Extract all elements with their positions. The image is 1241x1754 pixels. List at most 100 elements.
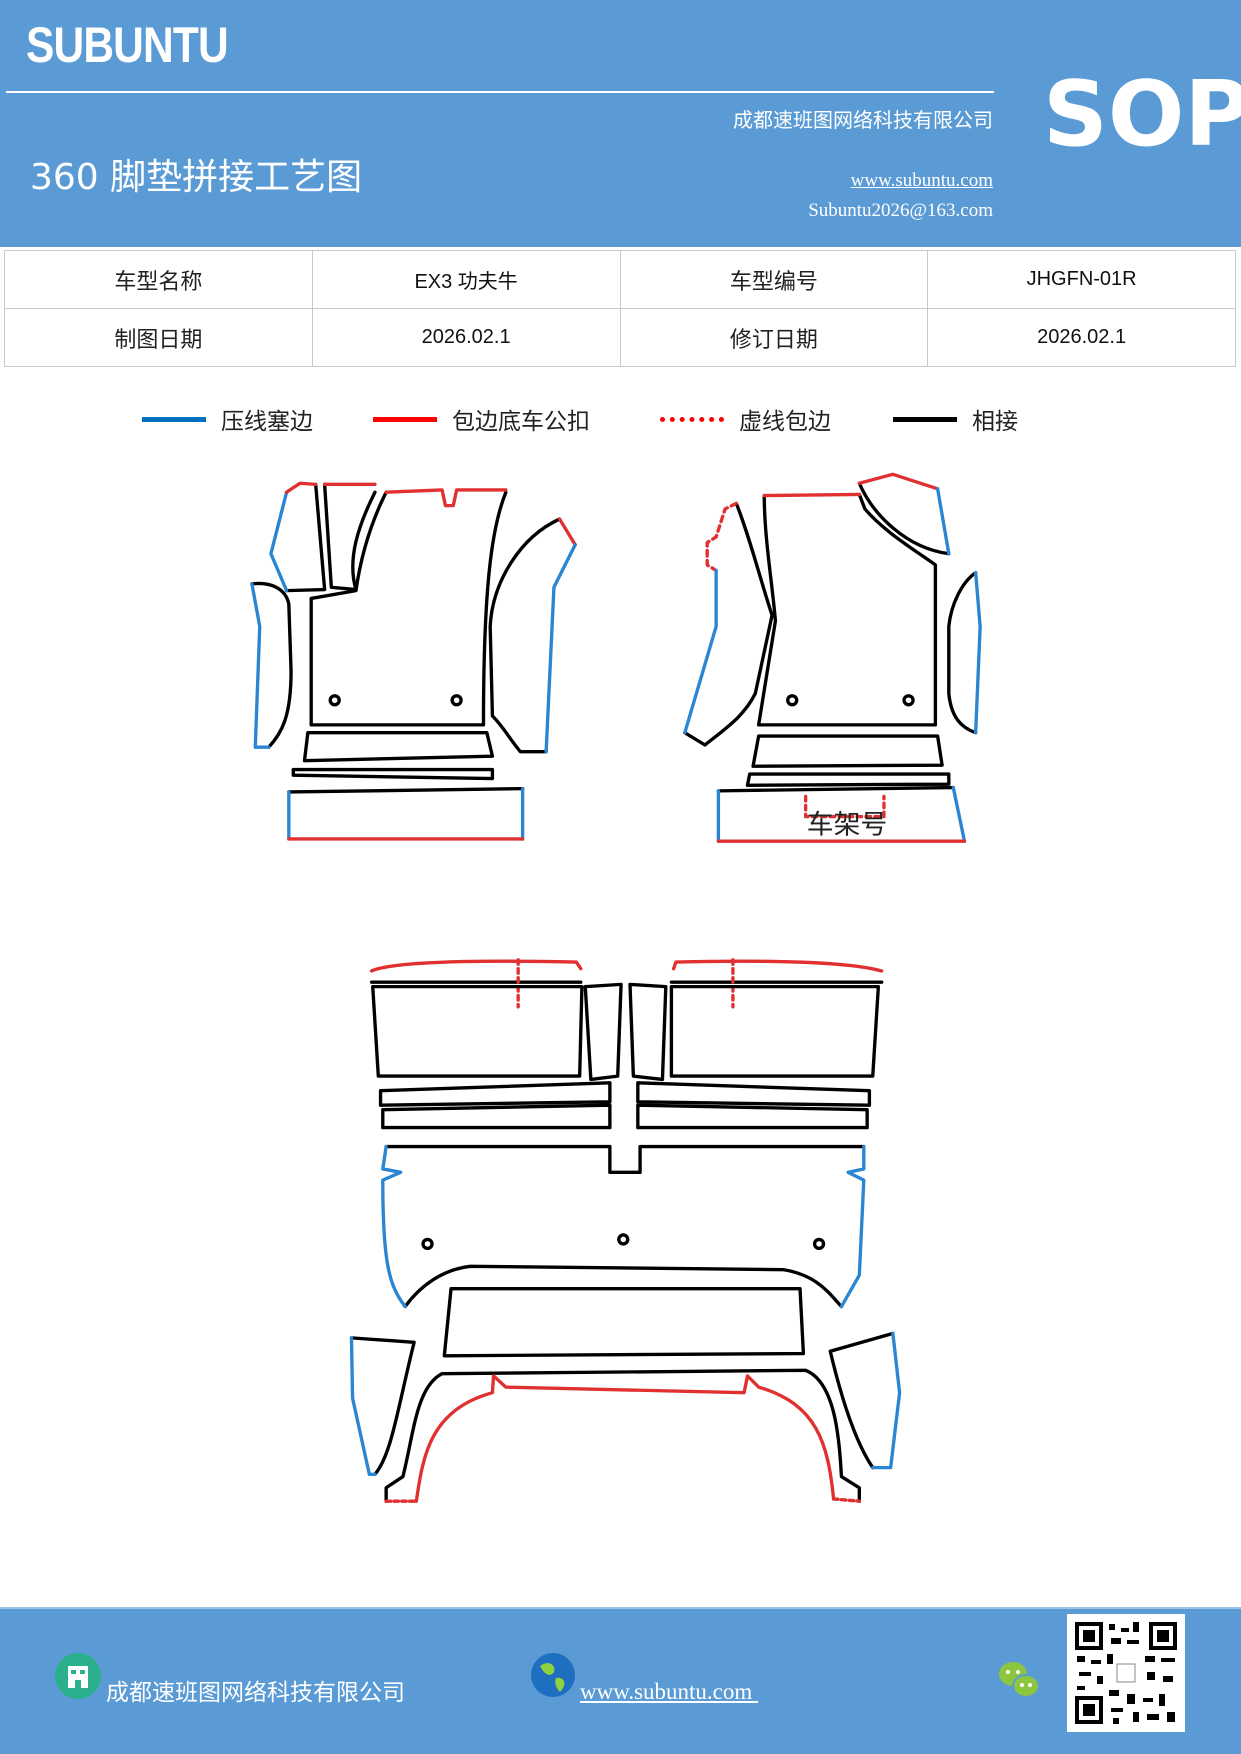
email: Subuntu2026@163.com [808, 200, 993, 221]
side-piece-right-edge [871, 1331, 902, 1470]
header: SUBUNTU 成都速班图网络科技有限公司 SOP 360 脚垫拼接工艺图 ww… [0, 0, 1241, 247]
headrest-right [671, 959, 884, 973]
footer: 成都速班图网络科技有限公司 www.subuntu.com [0, 1607, 1241, 1754]
step-strip [291, 767, 495, 781]
driver-mat-edge [384, 488, 508, 508]
left-side-edge [250, 582, 271, 749]
top-right-side [935, 487, 951, 556]
step-strip [745, 772, 951, 787]
upper-left-edge [269, 490, 289, 593]
right-side-piece [947, 571, 978, 735]
right-side-edge [973, 571, 982, 735]
trunk-dashed-ends [384, 1497, 862, 1503]
center-strip-right [628, 982, 668, 1082]
company-name: 成都速班图网络科技有限公司 [733, 108, 993, 132]
qr-code[interactable] [1067, 1614, 1185, 1732]
side-piece-right [828, 1331, 895, 1470]
value-cell: 2026.02.1 [927, 308, 1236, 367]
headrest-left [369, 959, 583, 973]
right-side-piece [488, 517, 562, 754]
red-line-swatch [373, 416, 437, 422]
seatback-left [371, 984, 584, 1078]
sill-label: 车架号 [807, 809, 887, 840]
building-icon [55, 1653, 101, 1699]
hole [421, 1237, 434, 1251]
hole [328, 694, 341, 707]
sill-top [716, 785, 955, 793]
legend-item: 压线塞边 [142, 402, 313, 436]
info-table: 车型名称 EX3 功夫牛 车型编号 JHGFN-01R 制图日期 2026.02… [4, 250, 1236, 367]
cushion-left [378, 1081, 612, 1130]
legend-item: 虚线包边 [660, 402, 831, 436]
step-piece [751, 734, 944, 768]
left-side-dashed [705, 501, 738, 573]
value-cell: EX3 功夫牛 [311, 250, 621, 309]
legend-item: 包边底车公扣 [373, 402, 590, 436]
headrest-dashed [516, 958, 735, 1009]
page-title: 360 脚垫拼接工艺图 [30, 157, 363, 198]
trunk-upper [442, 1286, 806, 1358]
label-cell: 制图日期 [4, 308, 313, 367]
narrow-strip [322, 482, 377, 592]
hole [786, 694, 799, 707]
legend-label: 虚线包边 [739, 409, 831, 435]
passenger-mat-edge [762, 492, 862, 498]
side-piece-left-edge [349, 1336, 377, 1477]
sop-badge: SOP [1043, 62, 1241, 167]
hole [450, 694, 463, 707]
sill-dashed [803, 794, 886, 819]
rear-floor-sides [381, 1144, 866, 1309]
logo: SUBUNTU [26, 17, 229, 73]
driver-mat [309, 490, 508, 727]
top-right-edge [857, 472, 940, 491]
globe-icon [531, 1653, 575, 1697]
divider [6, 91, 994, 93]
label-cell: 车型名称 [4, 250, 313, 309]
left-side-edge [683, 568, 718, 735]
front-left-mats [250, 481, 577, 841]
trunk-outer [384, 1368, 862, 1503]
step-piece [302, 731, 495, 763]
website-link[interactable]: www.subuntu.com [850, 170, 993, 191]
left-side-piece [683, 501, 774, 747]
trunk-inner [414, 1374, 836, 1503]
value-cell: 2026.02.1 [311, 308, 621, 367]
rear-floor [384, 1144, 866, 1309]
footer-website[interactable]: www.subuntu.com [580, 1679, 759, 1704]
legend-label: 包边底车公扣 [452, 409, 590, 435]
hole [812, 1237, 826, 1251]
seatback-right [669, 984, 881, 1078]
red-dotted-swatch [660, 416, 724, 422]
legend-item: 相接 [893, 402, 1018, 436]
blue-line-swatch [142, 416, 206, 422]
legend: 压线塞边 包边底车公扣 虚线包边 相接 [0, 402, 1241, 442]
front-right-mats: 车架号 [683, 472, 982, 843]
table-row: 制图日期 2026.02.1 修订日期 2026.02.1 [4, 308, 1236, 367]
sill-sides [287, 786, 525, 841]
cushion-right [636, 1081, 872, 1130]
right-side-edge [544, 543, 577, 754]
rear-mats [349, 958, 902, 1503]
top-right-piece [857, 481, 951, 556]
side-piece-left [349, 1336, 416, 1477]
hole [902, 694, 915, 707]
table-row: 车型名称 EX3 功夫牛 车型编号 JHGFN-01R [4, 250, 1236, 309]
hole [617, 1233, 630, 1246]
label-cell: 修订日期 [619, 308, 929, 367]
legend-label: 压线塞边 [221, 409, 313, 435]
left-side-piece [250, 581, 293, 749]
wechat-icon [999, 1662, 1040, 1698]
passenger-mat [756, 492, 938, 727]
upper-left-top [284, 481, 318, 494]
label-cell: 车型编号 [619, 250, 929, 309]
right-side-top [557, 517, 577, 547]
sill-sides [716, 785, 967, 843]
center-strip-left [583, 982, 623, 1082]
footer-company: 成都速班图网络科技有限公司 [106, 1680, 405, 1706]
value-cell: JHGFN-01R [927, 250, 1236, 309]
upper-left-piece [284, 482, 327, 593]
black-line-swatch [893, 416, 957, 422]
sill-top [287, 786, 525, 794]
legend-label: 相接 [972, 409, 1018, 435]
